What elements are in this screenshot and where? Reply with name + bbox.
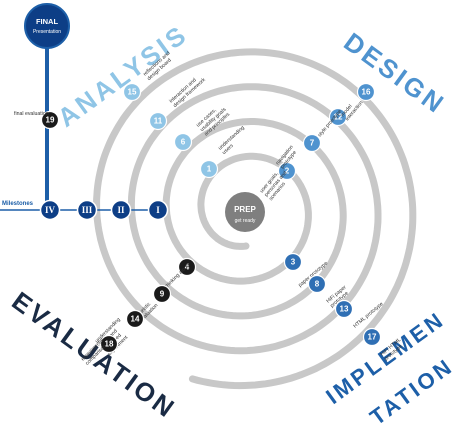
step-8-marker	[307, 274, 327, 294]
milestone-2-label: II	[117, 205, 125, 215]
milestone-4-marker	[39, 199, 61, 221]
step-12-marker	[328, 107, 348, 127]
step-12-number: 12	[334, 113, 343, 122]
prep-subtitle: get ready	[235, 218, 256, 224]
step-11-marker	[148, 111, 168, 131]
step-4-number: 4	[185, 263, 190, 272]
step-7-marker	[302, 133, 322, 153]
step-17-marker	[362, 327, 382, 347]
step-16-number: 16	[362, 88, 371, 97]
milestone-2-marker	[110, 199, 132, 221]
step-4-marker	[177, 257, 197, 277]
final-circle	[24, 3, 70, 49]
step-15-marker	[122, 82, 142, 102]
step-3-number: 3	[291, 258, 296, 267]
step-18-marker	[99, 334, 119, 354]
step-19-marker	[40, 110, 60, 130]
milestone-4-label: IV	[45, 205, 56, 215]
step-6-number: 6	[181, 138, 186, 147]
step-2-marker	[277, 161, 297, 181]
step-9-marker	[152, 284, 172, 304]
step-7: 7 navigationprototype	[275, 133, 322, 170]
spiral-track	[93, 48, 417, 390]
step-14-marker	[125, 309, 145, 329]
step-14-number: 14	[131, 315, 140, 324]
step-13-marker	[334, 299, 354, 319]
step-2-number: 2	[285, 167, 290, 176]
step-8-number: 8	[315, 280, 320, 289]
milestone-1-marker	[147, 199, 169, 221]
step-3-marker	[283, 252, 303, 272]
step-15-number: 15	[128, 88, 137, 97]
step-17-number: 17	[368, 333, 377, 342]
step-9-number: 9	[160, 290, 165, 299]
step-1-marker	[199, 159, 219, 179]
final-title: FINAL	[36, 17, 58, 26]
milestone-1-label: I	[156, 205, 160, 215]
milestones-label: Milestones	[2, 201, 34, 207]
step-16-marker	[356, 82, 376, 102]
step-19-label: final evaluation	[14, 111, 49, 117]
step-19-number: 19	[46, 116, 55, 125]
step-1-number: 1	[207, 165, 212, 174]
milestone-3-label: III	[82, 205, 93, 215]
step-7-number: 7	[310, 139, 315, 148]
step-6-marker	[173, 132, 193, 152]
prep-title: PREP	[234, 205, 256, 214]
milestone-3-marker	[76, 199, 98, 221]
step-13-number: 13	[340, 305, 349, 314]
step-18-number: 18	[105, 340, 114, 349]
step-7-label: navigationprototype	[275, 144, 299, 170]
final-subtitle: Presentation	[33, 29, 61, 35]
prep-circle	[225, 192, 265, 232]
step-11-number: 11	[154, 117, 163, 126]
